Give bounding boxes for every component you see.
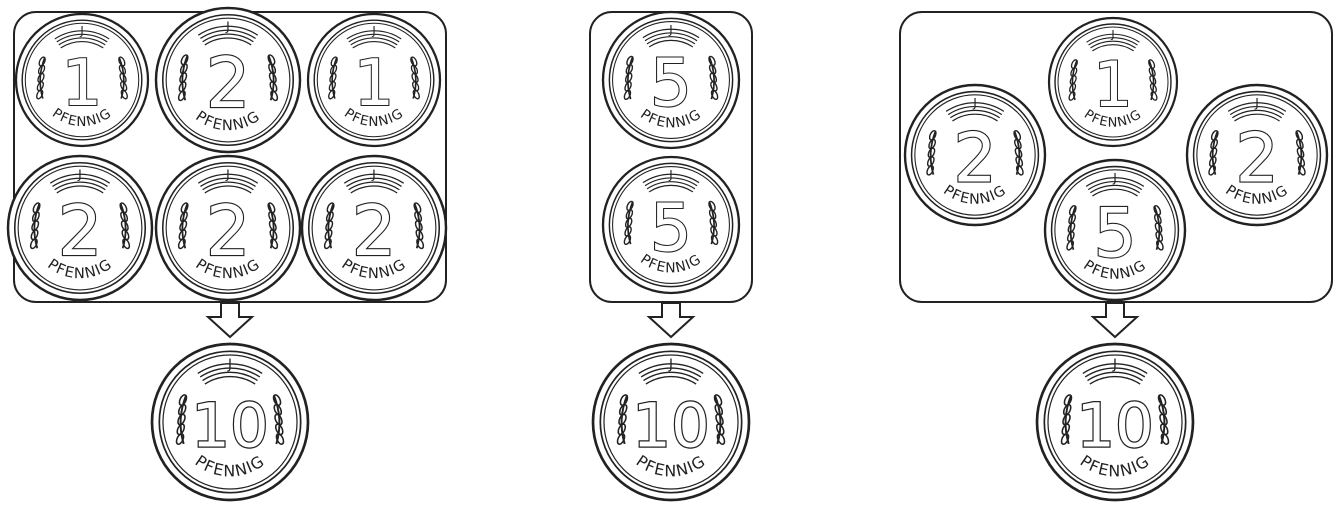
group-2-arrow-icon bbox=[649, 303, 693, 337]
mint-mark: J bbox=[371, 168, 376, 182]
mint-mark: J bbox=[1112, 171, 1117, 185]
coin-value: 2 bbox=[206, 191, 250, 272]
coin-value: 10 bbox=[191, 390, 269, 461]
coin-value: 2 bbox=[58, 191, 102, 272]
mint-mark: J bbox=[1110, 28, 1114, 41]
mint-mark: J bbox=[79, 24, 83, 38]
coin-value: 5 bbox=[650, 190, 692, 267]
group-1-arrow-icon bbox=[208, 303, 252, 337]
coin-value: 5 bbox=[650, 45, 692, 122]
coin-value: 2 bbox=[352, 191, 396, 272]
mint-mark: J bbox=[668, 167, 672, 181]
group-3-arrow-icon bbox=[1093, 303, 1137, 337]
coin-value: 10 bbox=[1076, 390, 1154, 461]
coin-value: 10 bbox=[632, 390, 710, 461]
mint-mark: J bbox=[225, 20, 230, 34]
mint-mark: J bbox=[77, 168, 82, 182]
mint-mark: J bbox=[1254, 96, 1259, 110]
mint-mark: J bbox=[668, 357, 673, 372]
coin-value: 5 bbox=[1093, 193, 1136, 272]
coin-value: 2 bbox=[206, 43, 250, 124]
coin-value: 1 bbox=[354, 47, 395, 121]
mint-mark: J bbox=[972, 96, 977, 110]
mint-mark: J bbox=[371, 24, 375, 38]
coin-value: 2 bbox=[953, 118, 996, 197]
coin-value: 1 bbox=[62, 47, 103, 121]
mint-mark: J bbox=[225, 168, 230, 182]
coin-value: 1 bbox=[1093, 48, 1132, 121]
coin-value: 2 bbox=[1235, 118, 1278, 197]
mint-mark: J bbox=[227, 357, 232, 372]
mint-mark: J bbox=[668, 22, 672, 36]
mint-mark: J bbox=[1112, 357, 1117, 372]
